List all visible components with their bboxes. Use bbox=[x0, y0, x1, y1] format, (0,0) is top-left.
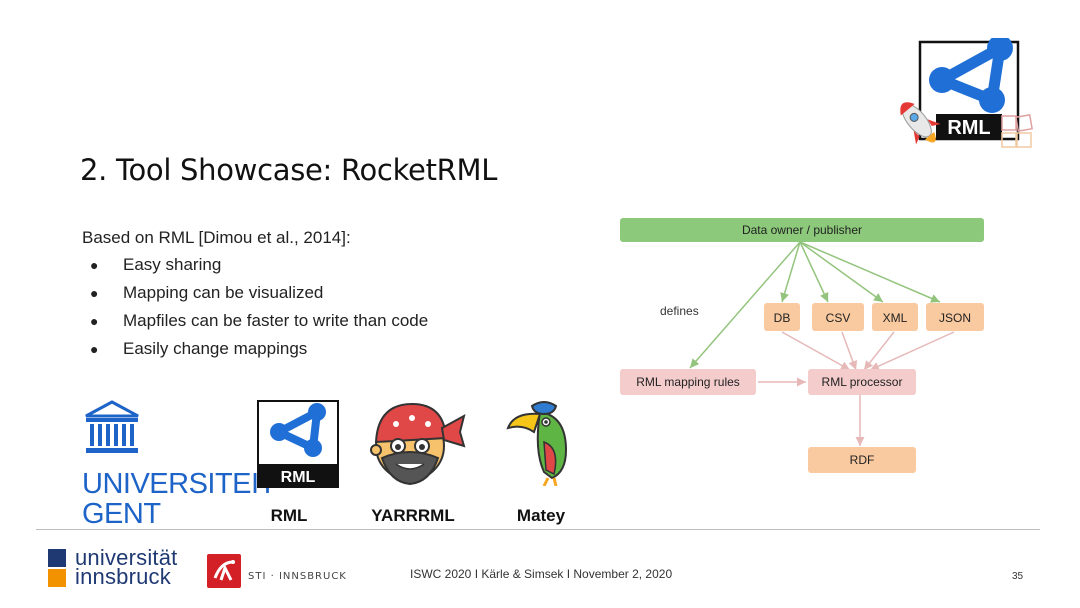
sti-logo-icon bbox=[207, 554, 241, 588]
uibk-squares-icon bbox=[48, 549, 66, 587]
uibk-logo: universität innsbruck bbox=[48, 545, 178, 589]
ugent-logo: UNIVERSITEIT GENT bbox=[82, 400, 276, 530]
node-db: DB bbox=[774, 311, 791, 325]
yarrrml-pirate-icon bbox=[368, 398, 466, 490]
bullet-item: ●Easily change mappings bbox=[90, 339, 308, 358]
node-rml-processor: RML processor bbox=[822, 375, 903, 389]
node-json: JSON bbox=[939, 311, 971, 325]
matey-parrot-icon bbox=[504, 398, 578, 487]
yarrrml-caption: YARRRML bbox=[371, 506, 455, 525]
footer-divider bbox=[36, 529, 1040, 530]
intro-text: Based on RML [Dimou et al., 2014]: bbox=[82, 228, 351, 247]
svg-text:RML: RML bbox=[281, 469, 316, 486]
page-number: 35 bbox=[1012, 571, 1024, 582]
node-csv: CSV bbox=[826, 311, 851, 325]
ugent-building-icon bbox=[85, 400, 139, 453]
bullet-list: ●Easy sharing ●Mapping can be visualized… bbox=[90, 254, 428, 366]
bullet-item: ●Mapping can be visualized bbox=[90, 283, 324, 302]
rml-logo: RML bbox=[257, 400, 339, 488]
rml-flow-diagram: Data owner / publisher defines DB CSV XM… bbox=[618, 214, 990, 476]
ugent-name-line1: UNIVERSITEIT bbox=[82, 468, 276, 500]
rml-caption: RML bbox=[270, 506, 308, 525]
node-rdf: RDF bbox=[850, 453, 875, 467]
node-xml: XML bbox=[883, 311, 908, 325]
uibk-name-line2: innsbruck bbox=[75, 564, 171, 589]
node-data-owner: Data owner / publisher bbox=[742, 223, 862, 237]
uibk-name-line1: universität bbox=[75, 545, 178, 570]
bullet-item: ●Mapfiles can be faster to write than co… bbox=[90, 311, 429, 330]
rocket-icon bbox=[900, 102, 941, 145]
matey-caption: Matey bbox=[516, 506, 566, 525]
bullet-item: ●Easy sharing bbox=[90, 255, 222, 274]
node-mapping-rules: RML mapping rules bbox=[636, 375, 740, 389]
sti-label: STI · INNSBRUCK bbox=[248, 571, 347, 582]
ugent-name-line2: GENT bbox=[82, 498, 161, 530]
footer-citation: ISWC 2020 I Kärle & Simsek I November 2,… bbox=[410, 567, 673, 581]
rocketrml-logo: RML bbox=[890, 35, 1040, 156]
slide-title: 2. Tool Showcase: RocketRML bbox=[80, 153, 498, 187]
corner-rml-label: RML bbox=[947, 117, 990, 139]
defines-label: defines bbox=[660, 304, 699, 318]
